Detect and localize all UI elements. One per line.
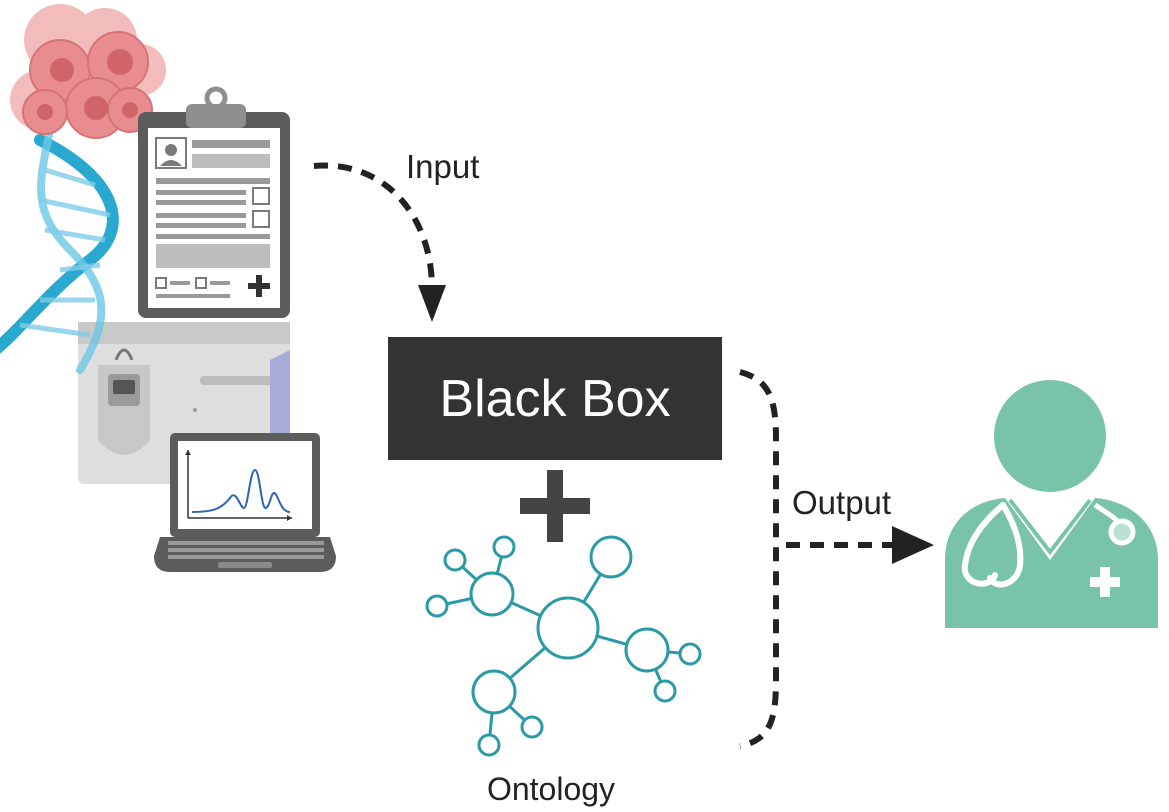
output-bracket [739,369,779,749]
input-arrow [313,162,446,322]
laptop-chart-icon [154,433,336,572]
black-box-rect [388,337,722,460]
sequencing-machine-icon [78,322,290,484]
doctor-icon [945,380,1158,628]
black-box: Black Box [388,337,722,460]
ontology-network-icon [425,535,702,757]
dna-helix-icon [0,126,119,374]
black-box-label: Black Box [439,370,670,428]
ontology-label: Ontology [487,771,615,807]
plus-icon [520,470,590,542]
cancer-cells-icon [10,4,166,139]
medical-record-clipboard-icon [138,86,290,318]
input-label: Input [406,148,479,185]
output-label: Output [792,484,891,521]
output-arrow [786,526,934,564]
